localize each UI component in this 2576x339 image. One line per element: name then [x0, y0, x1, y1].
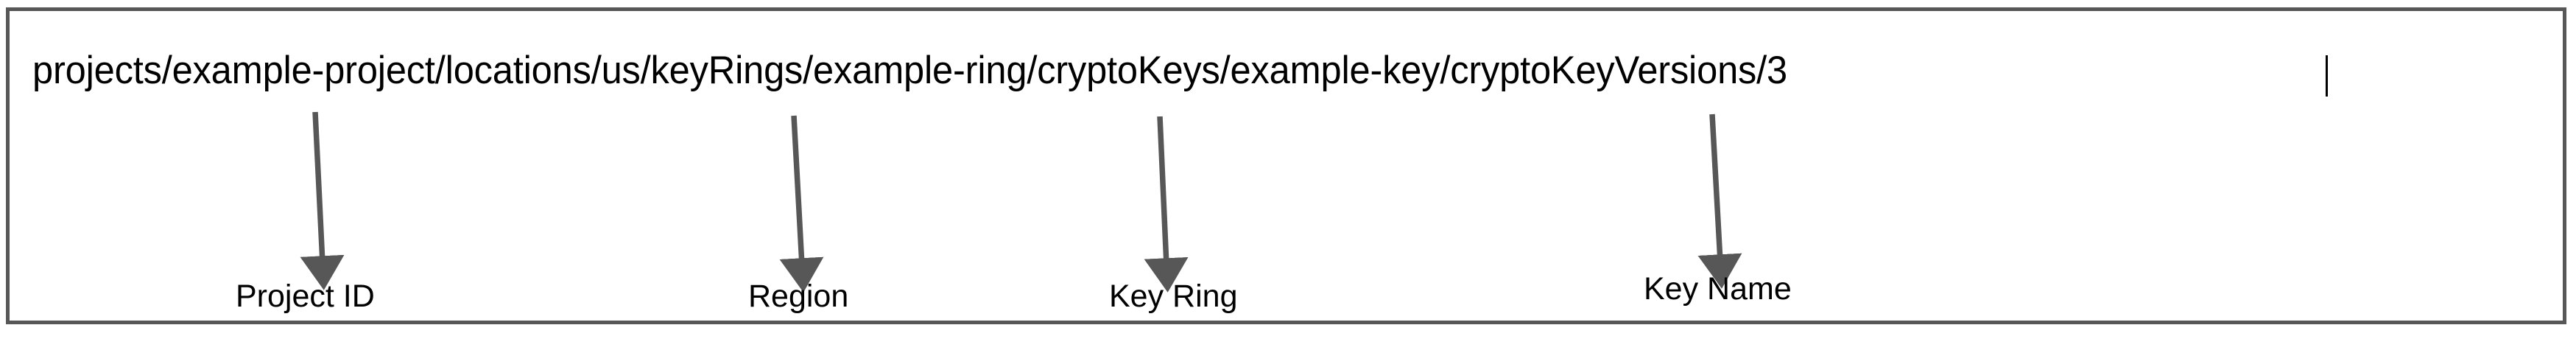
resource-path-field[interactable]: projects/example-project/locations/us/ke…: [6, 7, 2566, 324]
resource-path-value: projects/example-project/locations/us/ke…: [32, 49, 1787, 92]
annotation-label-region: Region: [748, 279, 849, 314]
annotation-label-key-ring: Key Ring: [1109, 279, 1238, 314]
annotation-label-key-name: Key Name: [1644, 271, 1792, 307]
text-caret: [2326, 55, 2328, 97]
annotation-label-project-id: Project ID: [236, 279, 375, 314]
